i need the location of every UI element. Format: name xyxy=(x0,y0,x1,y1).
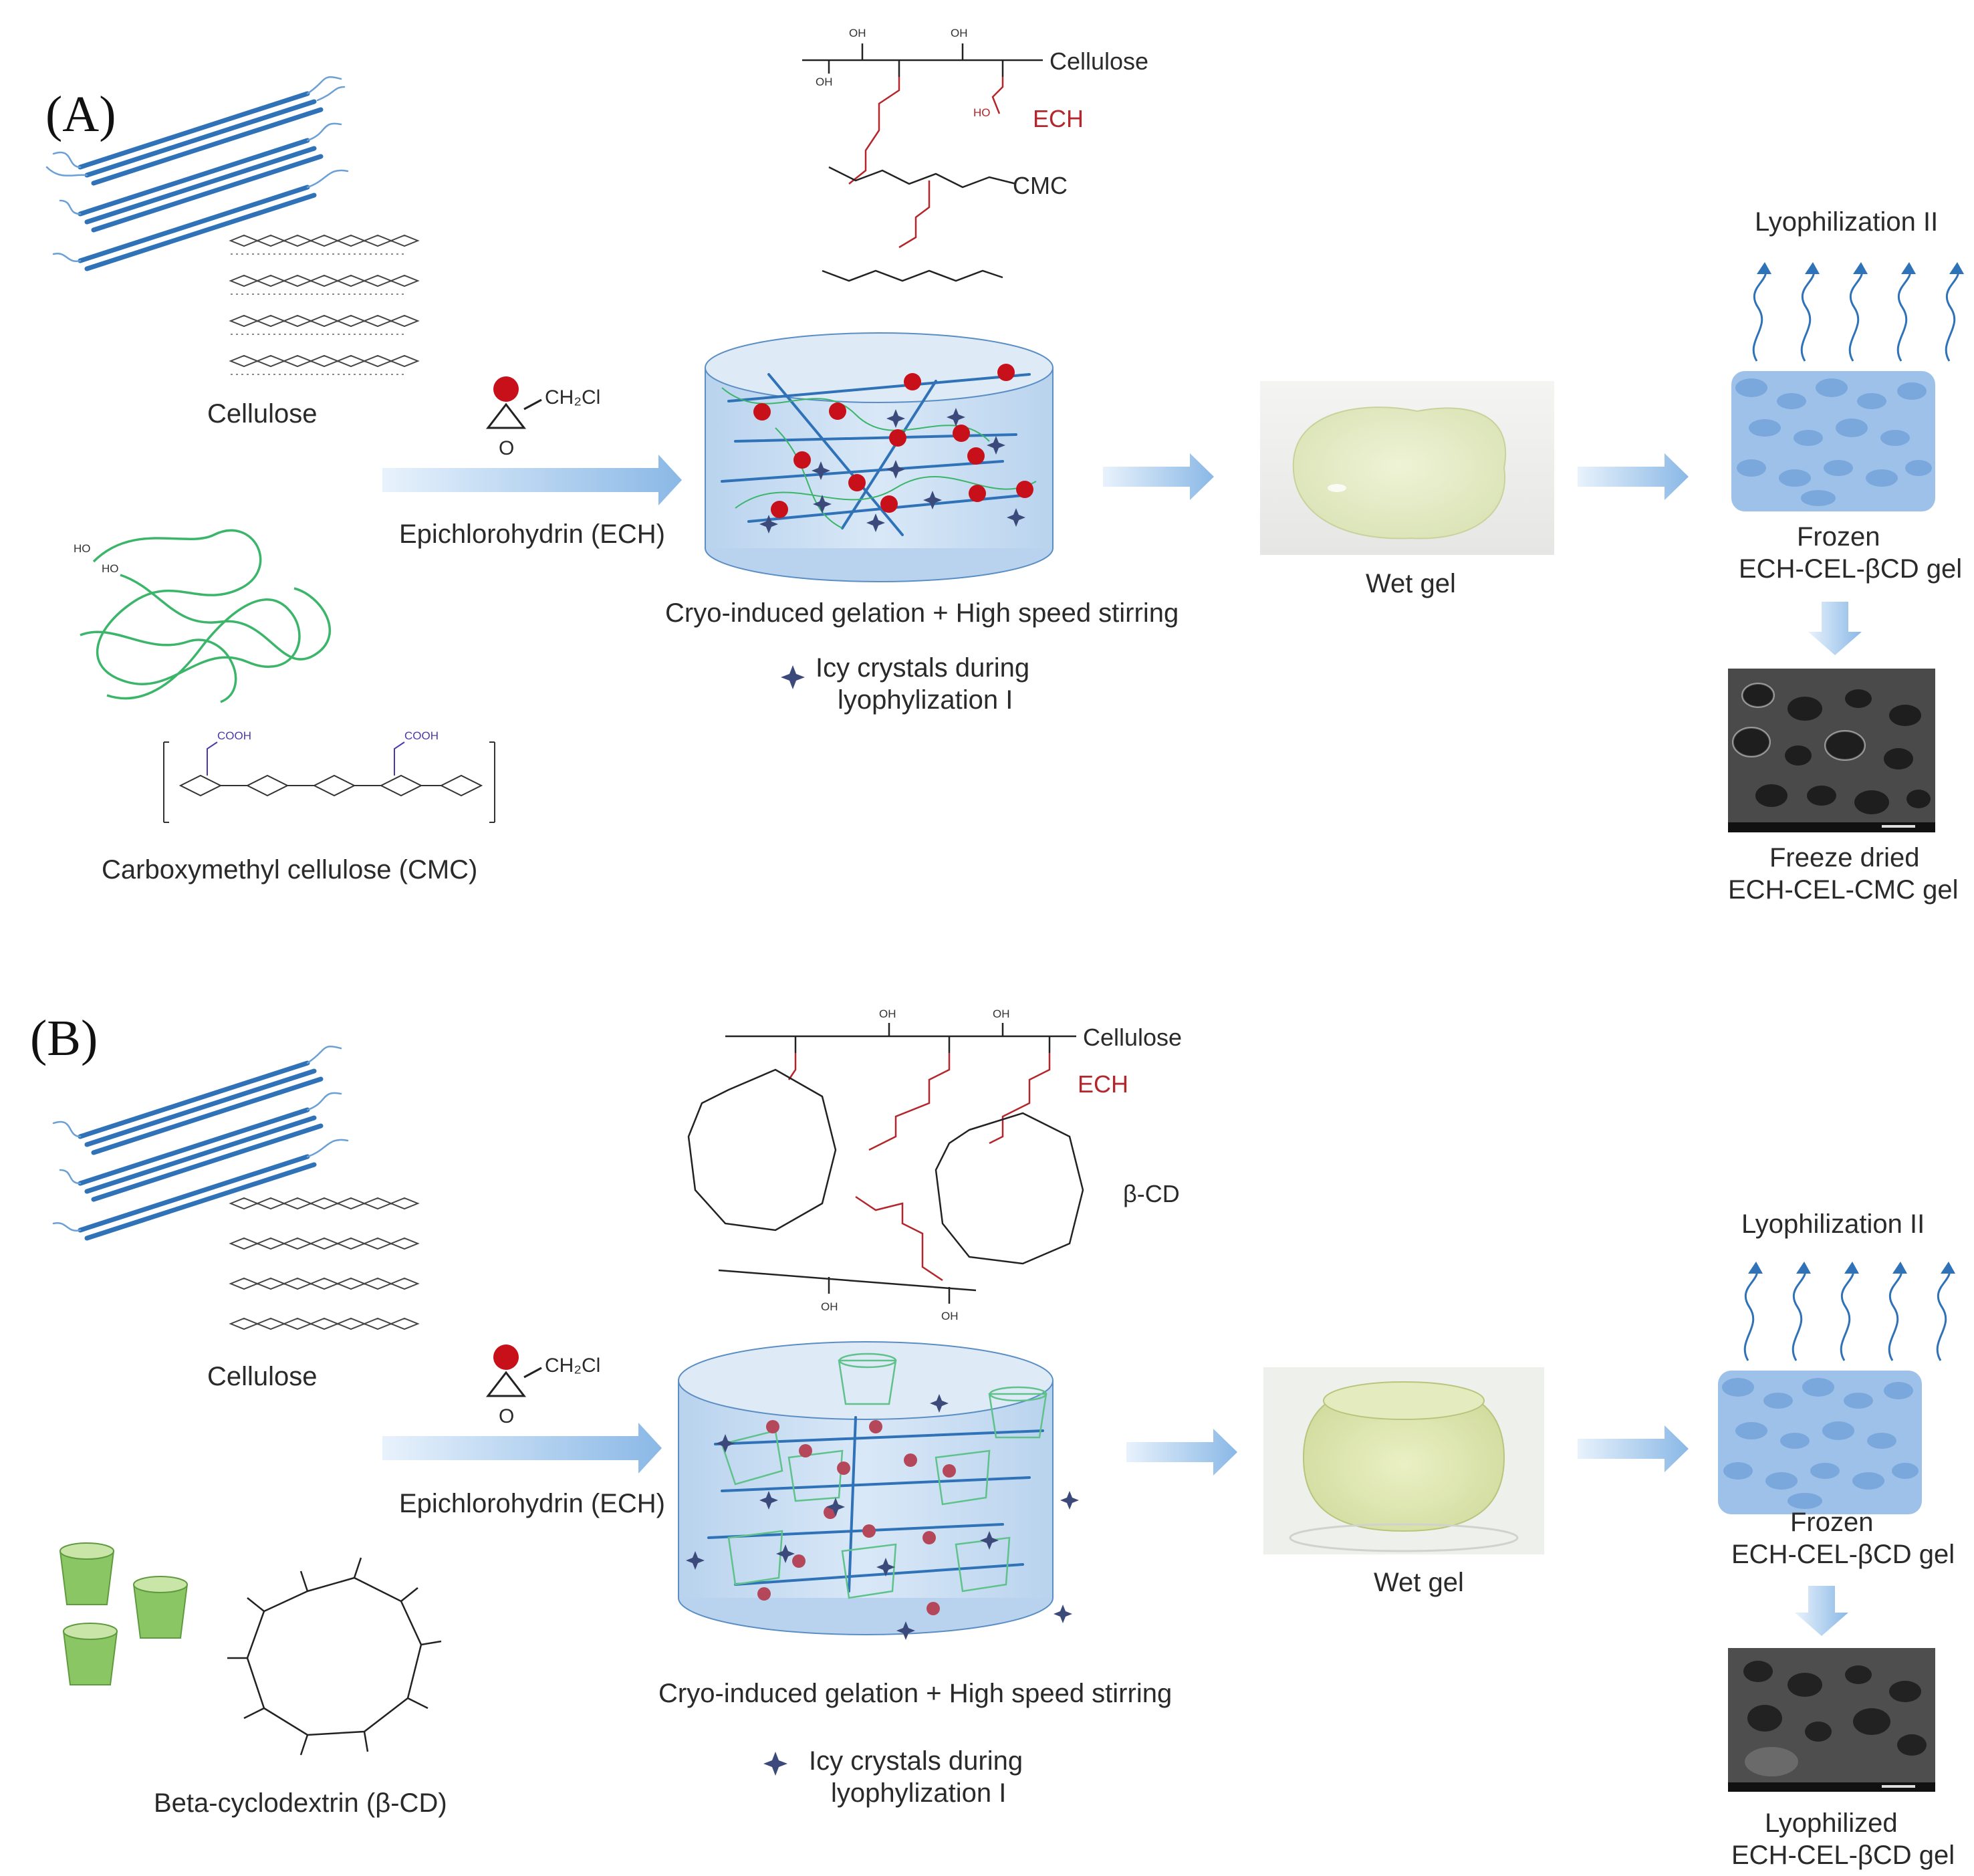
ech-oxygen-label: O xyxy=(499,437,514,459)
frozen-line2-a: ECH-CEL-βCD gel xyxy=(1739,554,1962,584)
scheme-b-ech-label: ECH xyxy=(1078,1070,1128,1098)
arrow-down-b xyxy=(1795,1586,1848,1636)
beta-cd-cups-illustration xyxy=(59,1542,189,1685)
panel-b-label: (B) xyxy=(30,1010,98,1066)
scheme-b-oh-3: OH xyxy=(821,1300,838,1313)
cellulose-label-b: Cellulose xyxy=(207,1362,318,1391)
scheme-b-oh-2: OH xyxy=(993,1008,1010,1020)
final-line2-a: ECH-CEL-CMC gel xyxy=(1728,875,1959,905)
scheme-a-cellulose-label: Cellulose xyxy=(1050,47,1148,75)
ech-red-dot xyxy=(493,376,519,402)
panel-a-label: (A) xyxy=(45,86,116,142)
final-line2-b: ECH-CEL-βCD gel xyxy=(1731,1841,1955,1870)
scheme-a-oh-3: OH xyxy=(816,76,833,88)
scheme-a-oh-1: OH xyxy=(849,27,866,39)
ech-reagent-molecule-b: O xyxy=(485,1344,542,1427)
ech-reagent-molecule: O xyxy=(485,376,542,459)
legend-line2-b: lyophylization I xyxy=(831,1778,1006,1808)
cmc-label: Carboxymethyl cellulose (CMC) xyxy=(102,855,477,885)
frozen-line1-a: Frozen xyxy=(1797,522,1880,552)
lyophilization-label-b: Lyophilization II xyxy=(1741,1209,1925,1239)
wet-gel-photo-a xyxy=(1260,381,1554,555)
process-label-a: Cryo-induced gelation + High speed stirr… xyxy=(665,598,1179,628)
scheme-a-ho: HO xyxy=(973,106,991,119)
final-line1-b: Lyophilized xyxy=(1765,1808,1898,1838)
wet-gel-label-a: Wet gel xyxy=(1366,569,1456,598)
legend-line1-a: Icy crystals during xyxy=(816,653,1029,683)
process-label-b: Cryo-induced gelation + High speed stirr… xyxy=(658,1679,1172,1708)
legend-line1-b: Icy crystals during xyxy=(809,1746,1023,1776)
arrow-to-gel-b xyxy=(382,1423,662,1474)
frozen-line2-b: ECH-CEL-βCD gel xyxy=(1731,1540,1955,1569)
scheme-b-bcd-label: β-CD xyxy=(1123,1180,1180,1207)
arrow-to-wet-gel-a xyxy=(1103,453,1214,500)
wet-gel-photo-b xyxy=(1263,1367,1544,1554)
gel-cylinder-b xyxy=(678,1341,1079,1640)
vapor-arrows-b xyxy=(1743,1266,1951,1361)
cmc-chemical-structure xyxy=(163,741,495,823)
cmc-chain-illustration xyxy=(80,529,331,703)
lyophilization-label-a: Lyophilization II xyxy=(1755,207,1938,237)
ech-formula: CH₂Cl xyxy=(545,386,600,408)
sem-image-a xyxy=(1728,669,1935,832)
arrow-to-wet-gel-b xyxy=(1126,1429,1237,1476)
arrow-to-frozen-b xyxy=(1578,1425,1689,1472)
vapor-arrowheads-a xyxy=(1757,262,1964,274)
panel-a: (A) Cellulose xyxy=(45,27,1964,905)
scheme-a-oh-2: OH xyxy=(951,27,968,39)
arrow-to-frozen-a xyxy=(1578,453,1689,500)
cellulose-label: Cellulose xyxy=(207,399,318,429)
panel-b: (B) Cellulose xyxy=(30,1008,1955,1870)
icy-crystal-legend-icon-b xyxy=(763,1752,787,1776)
legend-line2-a: lyophylization I xyxy=(838,685,1013,715)
frozen-gel-block-b xyxy=(1718,1371,1922,1514)
cmc-ho-label-1: HO xyxy=(74,542,91,555)
cellulose-fibers-illustration xyxy=(45,76,349,271)
cmc-ho-label-2: HO xyxy=(102,562,119,575)
scheme-b-oh-4: OH xyxy=(941,1310,959,1322)
wet-gel-label-b: Wet gel xyxy=(1374,1568,1464,1597)
arrow-to-gel-a xyxy=(382,455,682,505)
ech-label-a: Epichlorohydrin (ECH) xyxy=(399,519,665,549)
frozen-line1-b: Frozen xyxy=(1790,1508,1874,1537)
frozen-gel-block-a xyxy=(1731,371,1935,511)
crosslink-scheme-a xyxy=(802,43,1043,282)
beta-cd-label: Beta-cyclodextrin (β-CD) xyxy=(154,1788,447,1818)
ech-label-b: Epichlorohydrin (ECH) xyxy=(399,1489,665,1518)
arrow-down-a xyxy=(1808,602,1862,655)
scheme-b-cellulose-label: Cellulose xyxy=(1083,1024,1182,1051)
cmc-cooh-label-1: COOH xyxy=(217,729,251,742)
ech-formula-b: CH₂Cl xyxy=(545,1355,600,1377)
cmc-cooh-label-2: COOH xyxy=(404,729,439,742)
crosslink-scheme-b xyxy=(687,1023,1084,1304)
cellulose-fibers-illustration-b xyxy=(52,1046,349,1241)
gel-cylinder-a xyxy=(705,332,1054,582)
ech-red-dot-b xyxy=(493,1344,519,1370)
final-line1-a: Freeze dried xyxy=(1769,843,1920,872)
cellulose-chemical-structure xyxy=(229,234,420,375)
ech-oxygen-label-b: O xyxy=(499,1405,514,1427)
icy-crystal-legend-icon-a xyxy=(781,665,805,689)
beta-cd-chemical-structure xyxy=(227,1557,442,1756)
scheme-b-oh-1: OH xyxy=(879,1008,896,1020)
sem-image-b xyxy=(1728,1648,1935,1792)
scheme-a-cmc-label: CMC xyxy=(1013,172,1068,199)
vapor-arrows-a xyxy=(1752,267,1960,362)
cellulose-chemical-structure-b xyxy=(229,1197,420,1330)
vapor-arrowheads-b xyxy=(1748,1262,1955,1274)
scheme-a-ech-label: ECH xyxy=(1033,105,1084,132)
